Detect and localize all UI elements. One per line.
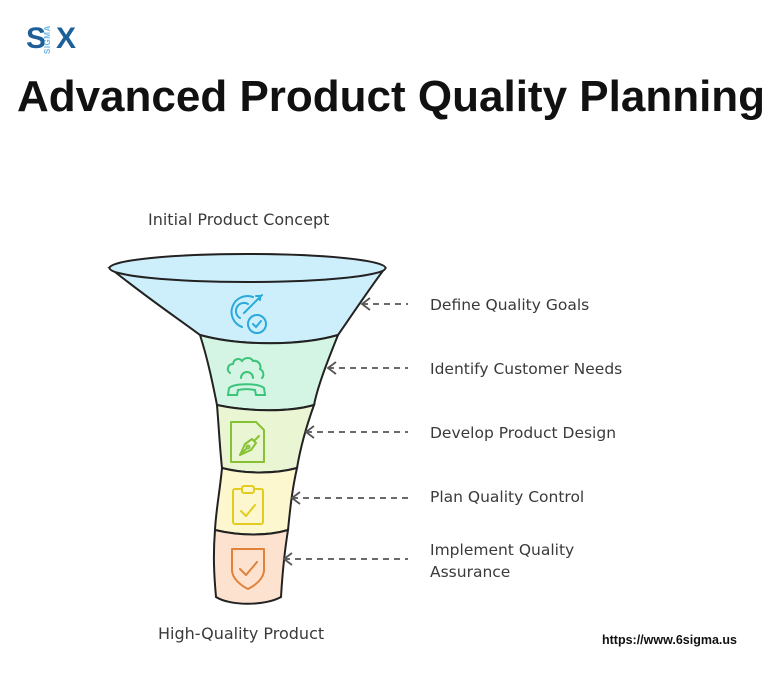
funnel-stage-5 bbox=[212, 528, 290, 605]
page-title: Advanced Product Quality Planning bbox=[0, 70, 782, 124]
stage-label-4: Plan Quality Control bbox=[430, 488, 585, 506]
clipboard-check-icon bbox=[232, 485, 264, 525]
stage-label-2: Identify Customer Needs bbox=[430, 360, 623, 378]
stage-label-5: Implement Quality Assurance bbox=[430, 541, 575, 581]
stage-label-3: Develop Product Design bbox=[430, 424, 617, 442]
funnel-stage-2 bbox=[198, 333, 340, 412]
logo-x: X bbox=[56, 22, 77, 55]
target-check-icon bbox=[230, 294, 267, 334]
funnel-rim bbox=[108, 253, 387, 283]
customer-support-icon bbox=[226, 357, 267, 396]
funnel-top-label: Initial Product Concept bbox=[148, 210, 330, 229]
connector-arrows bbox=[282, 297, 408, 566]
shield-check-icon bbox=[231, 548, 265, 590]
logo-s: S bbox=[26, 22, 47, 55]
design-pen-document-icon bbox=[230, 421, 265, 463]
funnel-bottom-label: High-Quality Product bbox=[158, 624, 325, 643]
six-sigma-logo: S SIGMA X bbox=[26, 22, 82, 58]
website-url: https://www.6sigma.us bbox=[602, 633, 737, 647]
title-text: Advanced Product Quality Planning bbox=[16, 72, 766, 121]
stage-label-1: Define Quality Goals bbox=[430, 296, 590, 314]
